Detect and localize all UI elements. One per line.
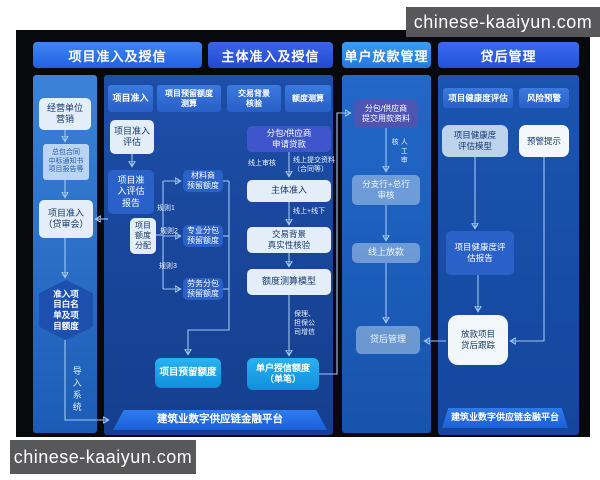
contract-note: 总包合同 中标通知书 项目报告等 [43,144,89,180]
post-loan-mgmt-box: 贷后管理 [356,326,420,354]
platform-bar-left: 建筑业数字供应链金融平台 [113,410,327,430]
project-reserved-quota-box: 项目预留额度 [155,358,221,388]
column-header-subject-entry: 主体准入及授信 [208,42,333,68]
health-model-box: 项目健康度 评估模型 [442,125,508,157]
online-loan-box: 线上放款 [352,243,420,263]
platform-bar-right: 建筑业数字供应链金融平台 [442,408,568,428]
warning-box: 预警提示 [519,125,569,157]
entry-eval-report-box: 项目准 入评估 报告 [108,170,154,214]
tab-health-eval: 项目健康度评估 [443,88,513,108]
online-submit-label: 线上提交资料 （合同等） [293,157,335,174]
guarantee-label: 保理、 担保公 司增信 [294,311,315,337]
entry-eval-box: 项目准入 评估 [110,120,154,154]
column-header-loan-mgmt: 单户放款管理 [342,42,431,68]
material-quota-box: 材料商 预留额度 [183,170,223,192]
marketing-box: 经营单位 营销 [39,98,91,130]
online-review-label: 线上审核 [248,160,276,167]
trade-background-box: 交易背景 真实性核验 [247,227,331,253]
tab-quota-calc: 额度测算 [285,85,331,112]
apply-loan-box: 分包/供应商 申请贷款 [247,126,331,152]
tab-risk-warning: 风险预警 [519,88,569,108]
quota-model-box: 额度测算模型 [247,269,331,295]
submit-materials-box: 分包/供应商 提交用款资料 [354,100,418,128]
health-report-box: 项目健康度评 估报告 [446,231,514,275]
branch-review-box: 分支行+总行 审核 [352,175,420,205]
labor-quota-box: 劳务分包 预留额度 [183,278,223,300]
column-header-post-loan: 贷后管理 [438,42,579,68]
rule-3-label: 规则3 [159,263,177,270]
single-credit-box: 单户授信额度 （单笔） [247,358,319,390]
tab-project-entry: 项目准入 [108,85,153,112]
loan-review-box: 项目准入 （贷审会） [39,200,93,238]
tab-reserved-quota-calc: 项目预留额度 测算 [157,85,221,112]
quota-alloc-box: 项目 额度 分配 [130,218,156,254]
watermark-top-right: chinese-kaaiyun.com [406,7,600,37]
import-system-label: 导入系统 [71,366,82,414]
rule-1-label: 规则1 [157,205,175,212]
manual-review-label: 人工审核 [391,138,408,165]
tracking-box: 放款项目 贷后跟踪 [448,315,508,365]
online-offline-label: 线上+线下 [293,208,326,215]
column-header-project-entry: 项目准入及授信 [33,42,202,68]
subject-entry-box: 主体准入 [247,180,331,202]
professional-quota-box: 专业分包 预留额度 [183,225,223,247]
watermark-bottom-left: chinese-kaaiyun.com [10,440,196,474]
rule-2-label: 规则2 [160,228,178,235]
tab-trade-background-check: 交易背景 核验 [227,85,281,112]
whitelist-hexagon: 准入项 目白名 单及项 目额度 [39,280,93,340]
